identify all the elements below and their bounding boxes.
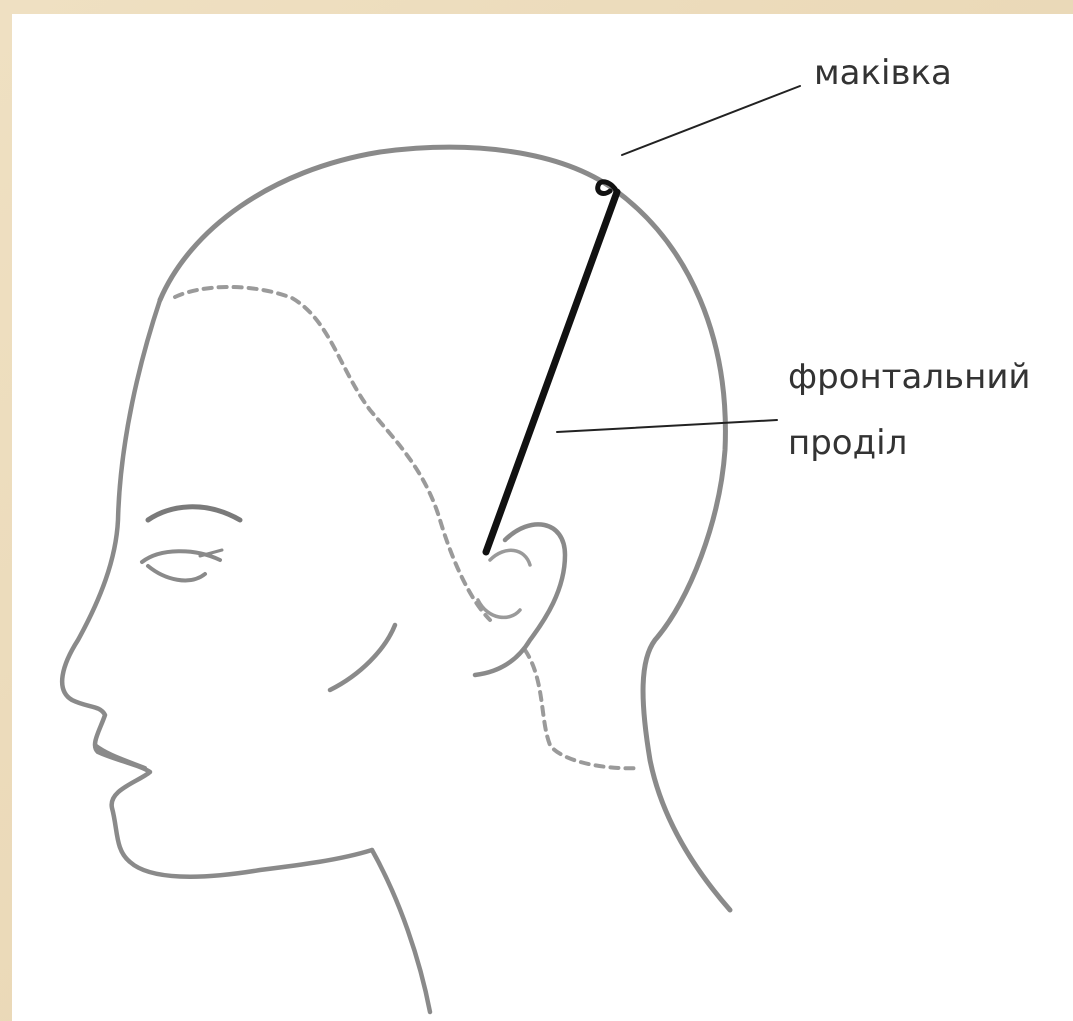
ear-inner bbox=[478, 550, 530, 617]
frontal-parting-label-line2: проділ bbox=[788, 421, 1031, 465]
crown-leader-line bbox=[622, 86, 800, 155]
face-profile bbox=[62, 300, 372, 877]
cheek-line bbox=[330, 625, 395, 690]
head-outline bbox=[160, 147, 730, 910]
frontal-parting-label-line1: фронтальний bbox=[788, 355, 1031, 399]
hairline-dashed bbox=[175, 287, 490, 620]
eye bbox=[142, 551, 220, 580]
parting-leader-line bbox=[557, 420, 777, 432]
crown-label: маківка bbox=[814, 51, 952, 95]
neck-front bbox=[372, 850, 430, 1012]
frontal-parting-line bbox=[486, 192, 617, 552]
lips bbox=[95, 745, 145, 768]
nape-hairline-dashed bbox=[525, 650, 640, 768]
frontal-parting-label: фронтальний проділ bbox=[788, 355, 1031, 465]
eyebrow bbox=[148, 507, 240, 520]
